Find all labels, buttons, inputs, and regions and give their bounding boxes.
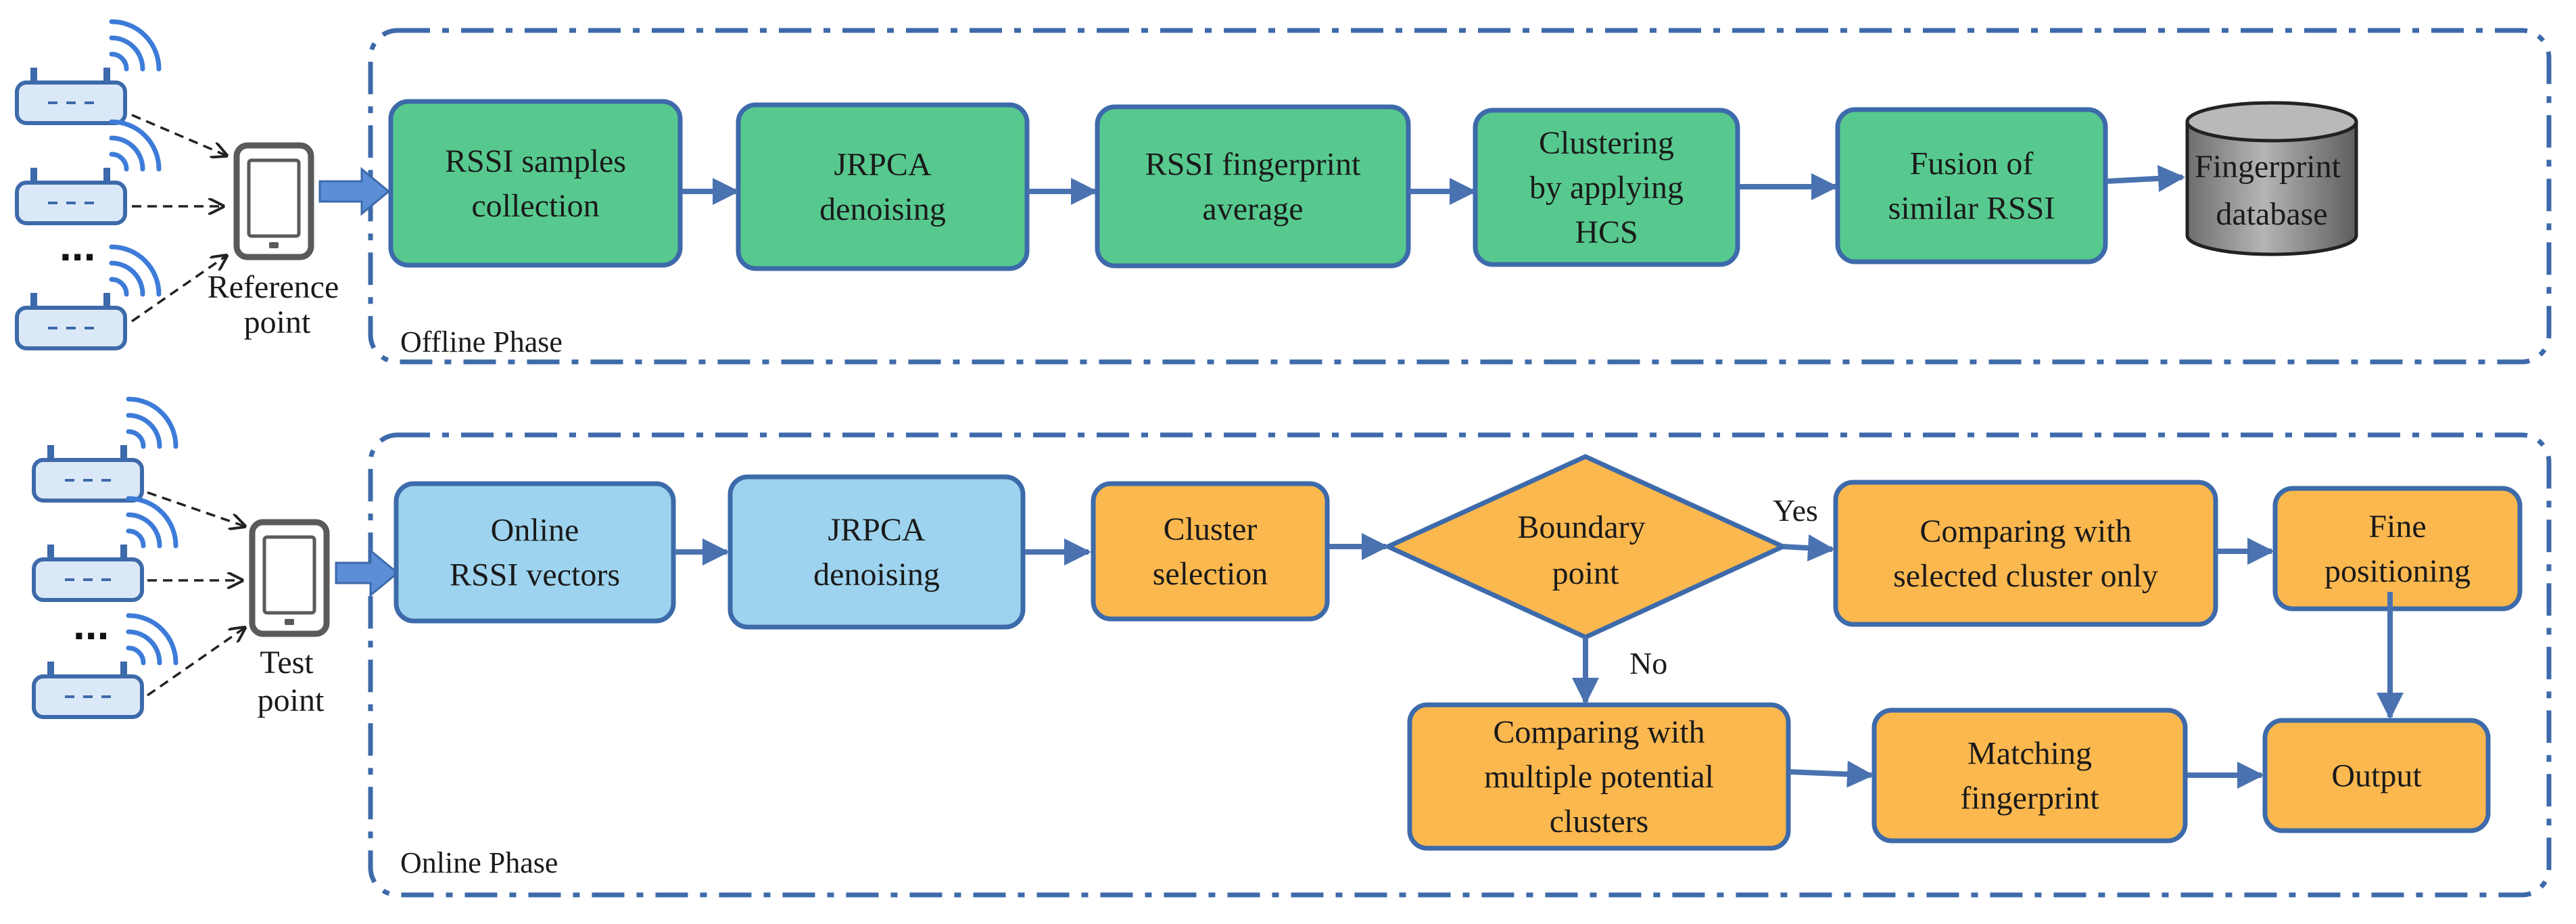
fingerprint-database-label: Fingerprint database — [2195, 149, 2349, 232]
online-phase-container — [368, 432, 2552, 898]
router-icon — [32, 496, 178, 602]
router-icon — [32, 396, 178, 503]
test-point-label: Test point — [258, 645, 325, 718]
offline-ellipsis: ... — [59, 221, 95, 270]
router-icon — [32, 613, 178, 719]
yes-label: Yes — [1773, 493, 1818, 528]
output-box-label: Output — [2331, 758, 2422, 794]
boundary-point-decision: Boundary point — [1382, 454, 1789, 640]
offline-phase-label: Offline Phase — [400, 325, 563, 359]
offline-access-points: ... — [15, 19, 162, 350]
boundary-point-label: Boundary point — [1517, 509, 1653, 591]
online-phase-label: Online Phase — [400, 846, 558, 879]
offline-signal-arrows — [131, 114, 226, 323]
no-label: No — [1629, 646, 1667, 680]
online-entry-arrow — [335, 548, 400, 598]
router-icon — [15, 119, 162, 225]
online-signal-arrows — [147, 491, 245, 697]
online-flow-arrows — [675, 533, 2404, 789]
router-icon — [15, 244, 162, 350]
reference-point-label: Reference point — [208, 269, 348, 340]
online-ellipsis: ... — [73, 600, 109, 649]
output-box: Output — [2262, 718, 2491, 833]
offline-flow-arrows — [682, 164, 2185, 205]
online-access-points: ... — [32, 396, 178, 719]
tablet-icon — [249, 519, 330, 637]
tablet-icon — [233, 142, 314, 260]
fingerprint-database: Fingerprint database — [2185, 101, 2358, 256]
offline-entry-arrow — [318, 166, 391, 216]
router-icon — [15, 19, 162, 125]
